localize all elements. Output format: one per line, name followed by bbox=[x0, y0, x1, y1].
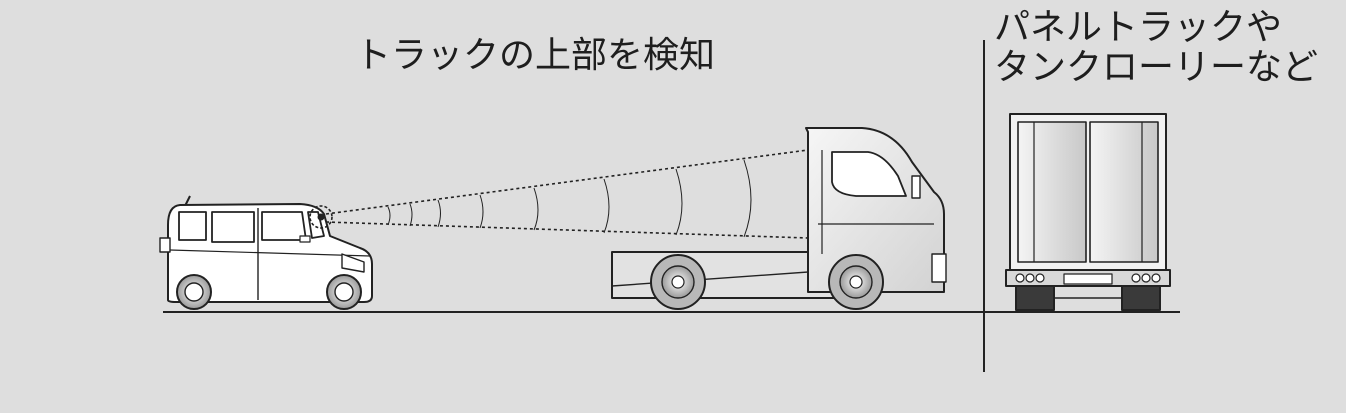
flatbed-truck-icon bbox=[611, 127, 947, 310]
truck-bed bbox=[611, 251, 837, 299]
rear-right-wheel bbox=[1121, 285, 1161, 311]
panel-truck-rear-icon bbox=[1005, 113, 1171, 311]
main-caption: トラックの上部を検知 bbox=[355, 35, 716, 76]
truck-window bbox=[831, 151, 907, 197]
side-caption-line-1: パネルトラックや bbox=[994, 7, 1283, 48]
side-caption-line-2: タンクローリーなど bbox=[994, 47, 1319, 88]
beam-arc-8 bbox=[743, 159, 752, 238]
beam-arc-5 bbox=[533, 187, 539, 231]
side-caption: パネルトラックや タンクローリーなど bbox=[994, 8, 1318, 88]
rear-lights bbox=[1015, 273, 1161, 283]
kei-car-icon bbox=[159, 195, 373, 310]
camera-icon bbox=[309, 205, 333, 229]
beam-arc-1 bbox=[387, 206, 391, 226]
beam-arc-6 bbox=[603, 178, 610, 234]
beam-arc-2 bbox=[409, 203, 413, 227]
rear-left-wheel bbox=[1015, 285, 1055, 311]
beam-arc-3 bbox=[437, 199, 441, 228]
detection-beam bbox=[325, 149, 809, 239]
beam-arc-7 bbox=[675, 168, 683, 236]
beam-arc-4 bbox=[479, 194, 484, 229]
beam-lower-edge bbox=[325, 221, 809, 239]
beam-upper-edge bbox=[325, 149, 809, 215]
